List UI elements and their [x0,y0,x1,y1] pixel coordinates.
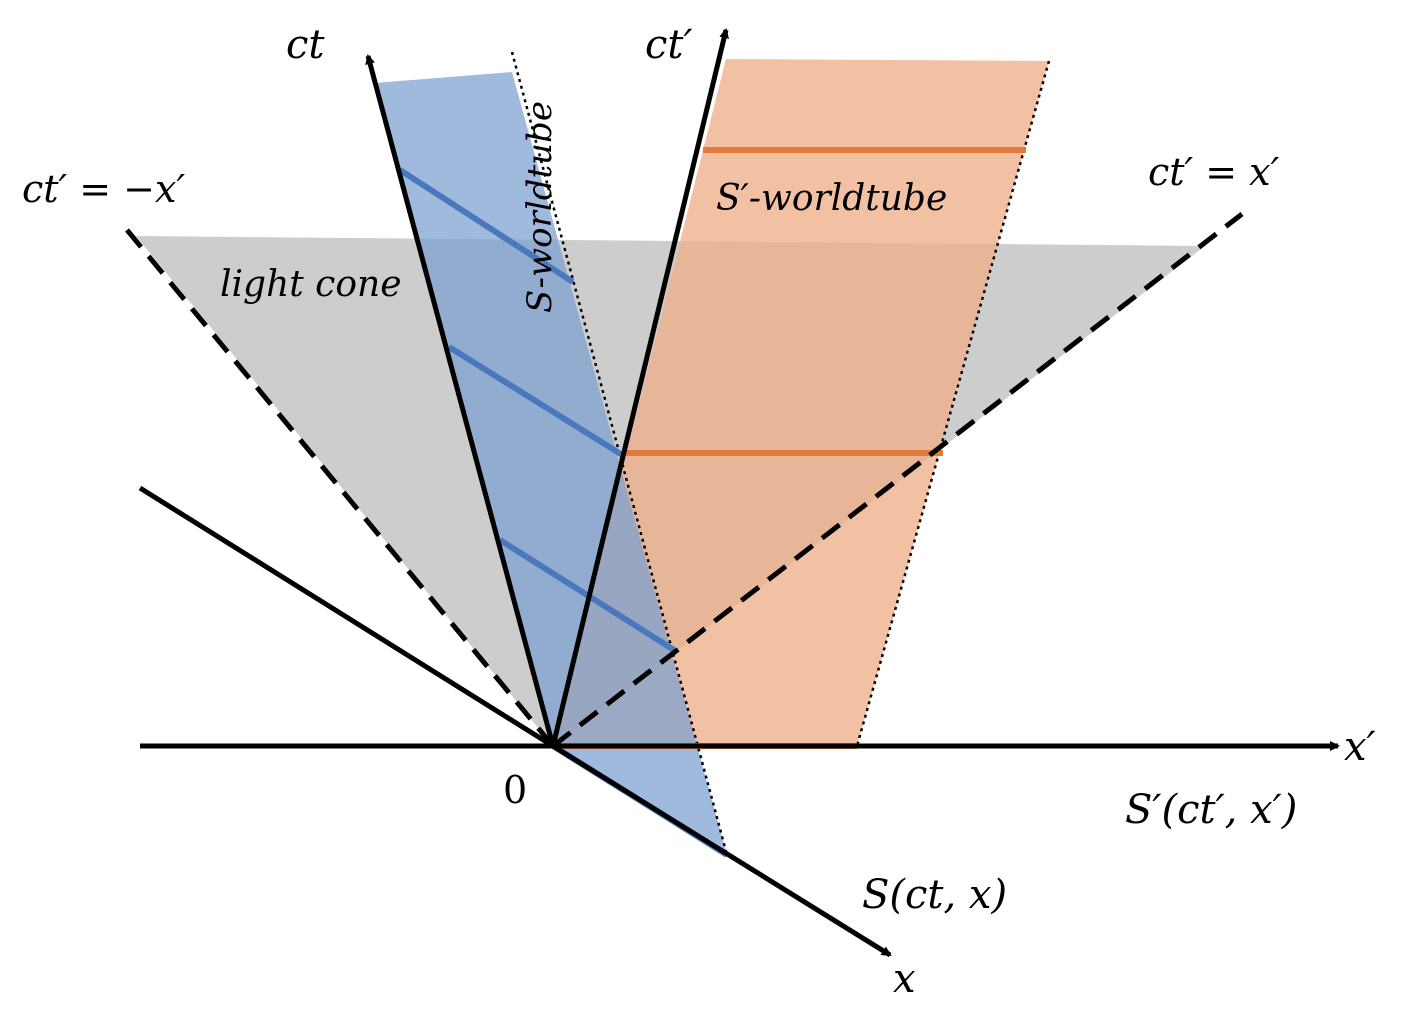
s-simultaneity-line [447,344,626,459]
s-simultaneity-line [398,167,575,285]
s-prime-worldtube-label: S′-worldtube [716,178,947,219]
s-prime-worldtube-region [553,59,1049,746]
x-axis-label: x [893,956,916,1002]
origin-label: 0 [503,768,527,812]
light-line-right-label: ct′ = x′ [1148,150,1280,194]
x-prime-axis-label: x′ [1344,724,1376,770]
ct-prime-axis [550,28,729,747]
s-worldtube-label: S-worldtube [520,101,560,313]
light-line-left [125,228,555,748]
light-line-right [551,212,1244,748]
ct-axis [365,54,556,747]
frame-s-label: S(ct, x) [862,872,1007,918]
light-cone-label: light cone [220,264,402,305]
frame-s-prime-label: S′(ct′, x′) [1125,787,1297,833]
s-worldtube-region [375,72,727,855]
x-axis [551,743,892,958]
ct-axis-label: ct [286,22,325,68]
x-axis-negative [138,485,555,749]
light-line-left-label: ct′ = −x′ [22,167,185,211]
ct-prime-axis-label: ct′ [645,22,693,68]
